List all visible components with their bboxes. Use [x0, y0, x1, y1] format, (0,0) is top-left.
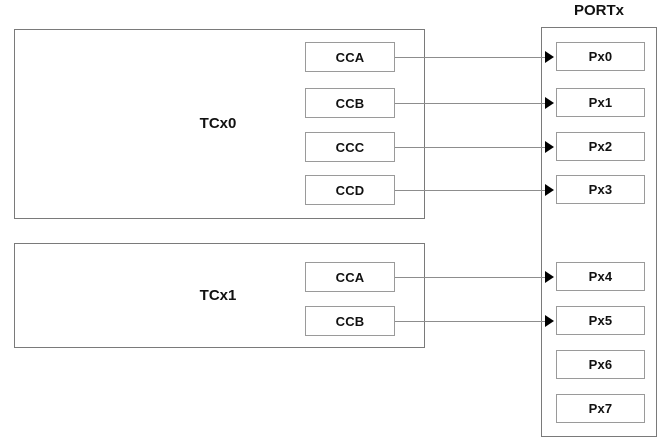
port-pin-px5[interactable]: Px5 — [556, 306, 645, 335]
module-tcx0-label: TCx0 — [199, 115, 237, 132]
tcx0-channel-cca[interactable]: CCA — [305, 42, 395, 72]
arrow-head-px4-icon — [545, 271, 554, 283]
wire-tcx1-cca-to-px4 — [395, 277, 547, 278]
port-pin-px7[interactable]: Px7 — [556, 394, 645, 423]
tcx1-channel-ccb[interactable]: CCB — [305, 306, 395, 336]
wire-tcx0-ccc-to-px2 — [395, 147, 547, 148]
arrow-head-px3-icon — [545, 184, 554, 196]
wire-tcx1-ccb-to-px5 — [395, 321, 547, 322]
port-pin-px6[interactable]: Px6 — [556, 350, 645, 379]
tcx1-channel-cca[interactable]: CCA — [305, 262, 395, 292]
tcx0-channel-ccc[interactable]: CCC — [305, 132, 395, 162]
arrow-head-px2-icon — [545, 141, 554, 153]
wire-tcx0-ccb-to-px1 — [395, 103, 547, 104]
port-pin-px2[interactable]: Px2 — [556, 132, 645, 161]
port-pin-px4[interactable]: Px4 — [556, 262, 645, 291]
wire-tcx0-cca-to-px0 — [395, 57, 547, 58]
module-tcx1-label: TCx1 — [199, 287, 237, 304]
arrow-head-px5-icon — [545, 315, 554, 327]
tcx0-channel-ccd[interactable]: CCD — [305, 175, 395, 205]
arrow-head-px1-icon — [545, 97, 554, 109]
port-pin-px0[interactable]: Px0 — [556, 42, 645, 71]
arrow-head-px0-icon — [545, 51, 554, 63]
portx-title: PORTx — [573, 2, 624, 19]
tcx0-channel-ccb[interactable]: CCB — [305, 88, 395, 118]
port-pin-px1[interactable]: Px1 — [556, 88, 645, 117]
wire-tcx0-ccd-to-px3 — [395, 190, 547, 191]
port-pin-px3[interactable]: Px3 — [556, 175, 645, 204]
